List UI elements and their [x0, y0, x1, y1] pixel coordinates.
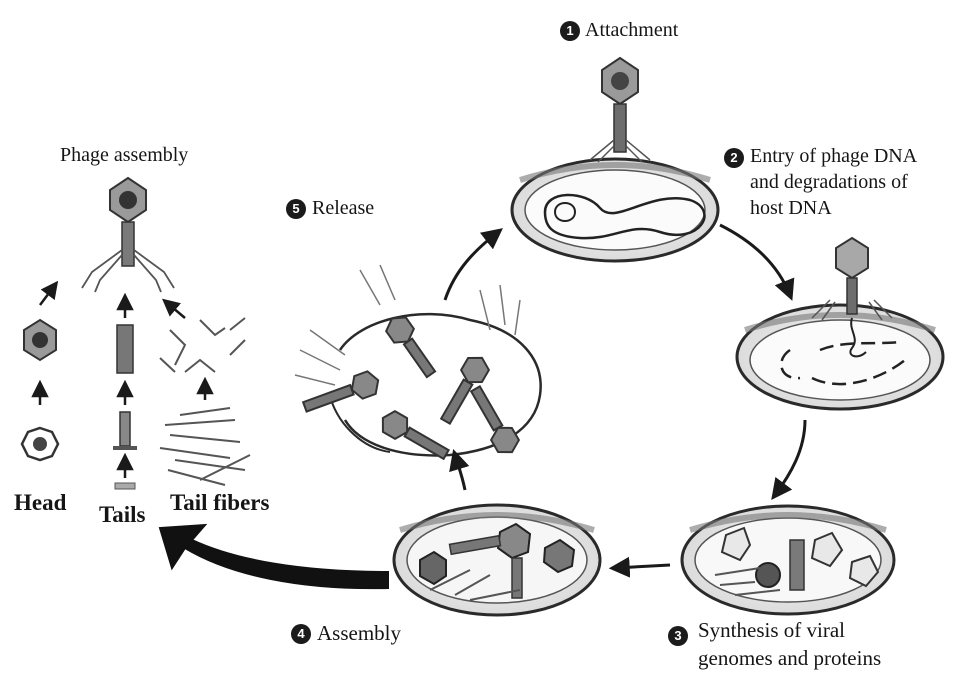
cell-release — [295, 265, 541, 465]
phage-attached — [590, 58, 650, 162]
head-label: Head — [14, 490, 66, 516]
step-2-number-badge: 2 — [724, 148, 744, 168]
step-1-label: Attachment — [585, 18, 678, 42]
step-2-label-line-2: and degradations of — [750, 170, 908, 194]
tail-precursor — [113, 412, 137, 450]
step-5-label: Release — [312, 196, 374, 220]
step-4-label: Assembly — [317, 621, 401, 645]
cell-synthesis — [682, 506, 894, 614]
phage-assembly-title: Phage assembly — [60, 143, 188, 167]
cell-assembly — [394, 505, 600, 615]
step-5-number-badge: 5 — [286, 199, 306, 219]
assembly-to-panel-arrow — [160, 525, 388, 588]
assembled-phage — [82, 178, 174, 292]
released-phages — [301, 312, 523, 465]
head-assembled — [24, 320, 56, 360]
step-1-number-badge: 1 — [560, 21, 580, 41]
step-2-label-line-1: Entry of phage DNA — [750, 144, 917, 168]
step-3-number-badge: 3 — [668, 626, 688, 646]
tail-assembled — [117, 325, 133, 373]
cell-dna-entry — [737, 238, 943, 409]
tail-fibers-assembled — [160, 318, 245, 372]
cell-attachment — [512, 58, 718, 261]
step-3-label-line-2: genomes and proteins — [698, 646, 881, 670]
baseplate — [115, 483, 135, 489]
tail-fibers-label: Tail fibers — [170, 490, 269, 516]
tails-label: Tails — [99, 502, 145, 528]
step-4-number-badge: 4 — [291, 624, 311, 644]
head-precursor — [22, 428, 58, 460]
step-2-label-line-3: host DNA — [750, 196, 832, 220]
tail-fibers-precursor — [160, 408, 250, 485]
step-3-label-line-1: Synthesis of viral — [698, 618, 845, 642]
